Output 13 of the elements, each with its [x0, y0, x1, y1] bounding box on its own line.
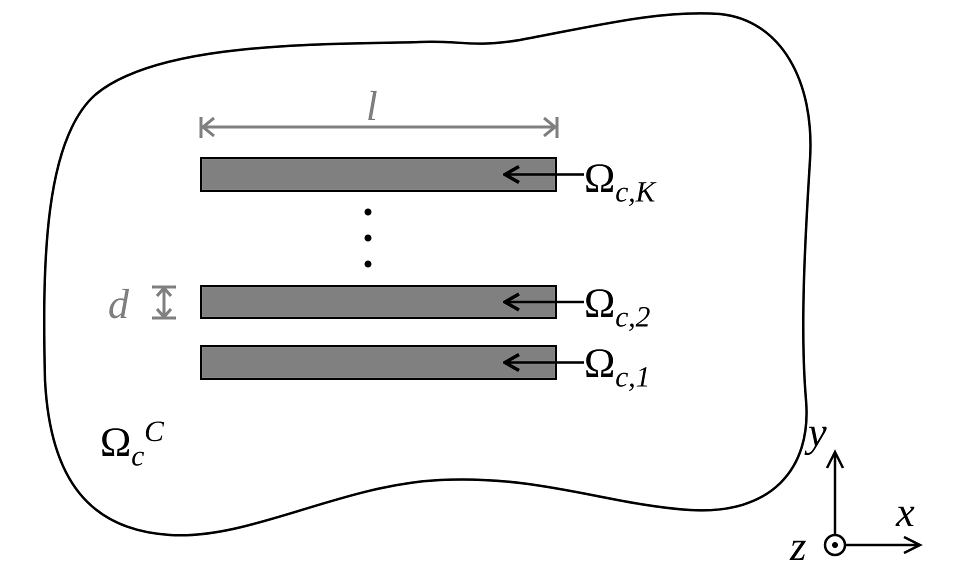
conductor-bar	[200, 285, 557, 319]
region-label: Ω$_{c,K}$	[584, 158, 656, 208]
region-label: Ω$_{c,2}$	[584, 283, 650, 333]
conductor-bar	[200, 157, 557, 192]
dimension-label: l	[366, 86, 378, 128]
dimension-label: d	[108, 284, 129, 326]
axis-label: x	[896, 492, 915, 534]
region-label: Ω$_{c,1}$	[584, 343, 650, 393]
leader-arrow	[503, 352, 584, 372]
leader-arrow	[503, 292, 584, 312]
leader-arrow	[503, 164, 584, 184]
conductor-bar	[200, 345, 557, 380]
axis-label: z	[790, 526, 806, 567]
